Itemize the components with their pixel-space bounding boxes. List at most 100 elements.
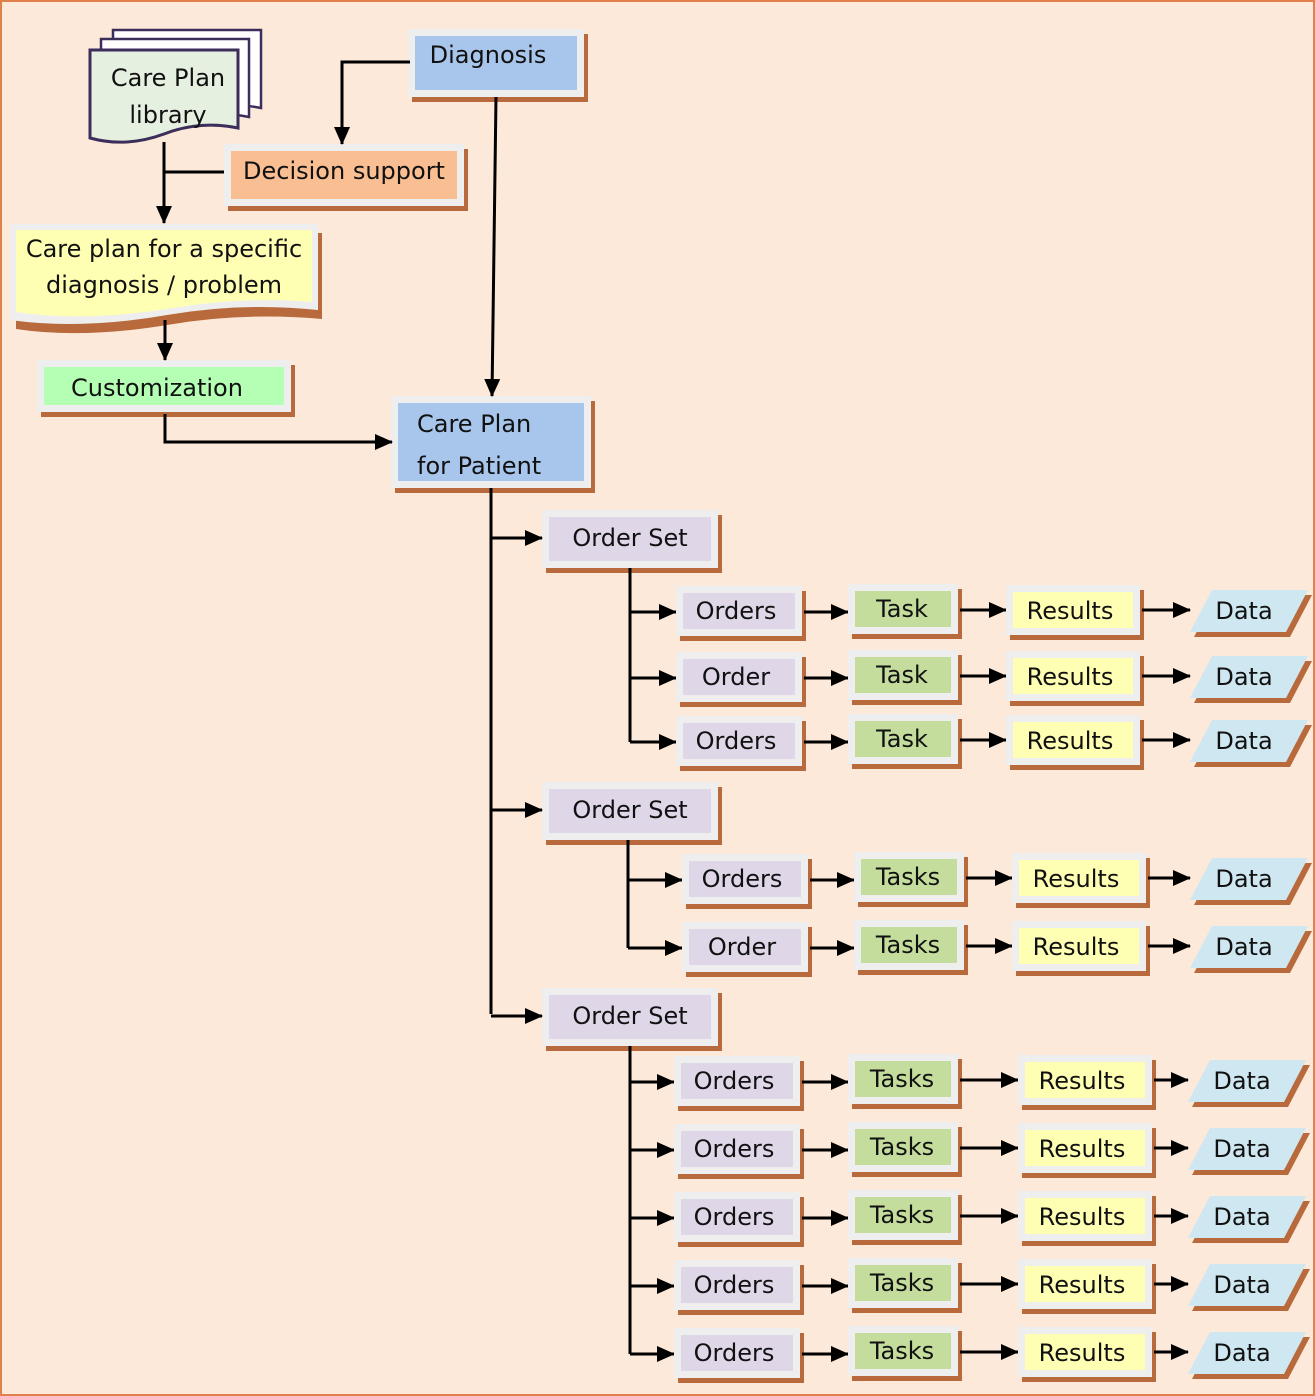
care-plan-specific-line1: Care plan for a specific xyxy=(26,235,302,263)
results-label: Results xyxy=(1033,865,1120,893)
diagnosis-label: Diagnosis xyxy=(430,41,547,69)
task-label: Tasks xyxy=(869,1337,934,1365)
results-node[interactable]: Results xyxy=(1018,1191,1156,1246)
results-node[interactable]: Results xyxy=(1006,585,1144,640)
order-node[interactable]: Orders xyxy=(676,716,806,771)
connector-diagnosis-to-patient-plan xyxy=(484,96,501,397)
task-node[interactable]: Tasks xyxy=(848,1326,962,1381)
order-node[interactable]: Order xyxy=(676,652,806,707)
results-label: Results xyxy=(1039,1271,1126,1299)
care-plan-patient-node[interactable]: Care Plan for Patient xyxy=(391,396,595,493)
results-label: Results xyxy=(1033,933,1120,961)
connector-diagnosis-to-decision-support xyxy=(334,60,410,145)
task-node[interactable]: Task xyxy=(848,650,962,705)
order-label: Orders xyxy=(694,1339,775,1367)
data-node[interactable]: Data xyxy=(1190,858,1312,905)
data-node[interactable]: Data xyxy=(1190,656,1312,703)
data-label: Data xyxy=(1213,1203,1270,1231)
care-plan-library-node[interactable]: Care Plan library xyxy=(88,28,263,144)
results-label: Results xyxy=(1027,727,1114,755)
order-label: Order xyxy=(708,933,776,961)
task-node[interactable]: Tasks xyxy=(848,1122,962,1177)
data-label: Data xyxy=(1215,727,1272,755)
order-node[interactable]: Orders xyxy=(676,586,806,641)
data-label: Data xyxy=(1213,1339,1270,1367)
task-label: Tasks xyxy=(869,1133,934,1161)
order-node[interactable]: Orders xyxy=(674,1192,804,1247)
order-node[interactable]: Orders xyxy=(674,1260,804,1315)
task-node[interactable]: Tasks xyxy=(848,1190,962,1245)
results-node[interactable]: Results xyxy=(1012,853,1150,908)
task-label: Task xyxy=(875,595,928,623)
data-node[interactable]: Data xyxy=(1190,590,1312,637)
results-label: Results xyxy=(1039,1067,1126,1095)
data-node[interactable]: Data xyxy=(1190,720,1312,767)
task-label: Tasks xyxy=(869,1201,934,1229)
results-label: Results xyxy=(1027,597,1114,625)
order-set-label: Order Set xyxy=(572,1002,687,1030)
task-node[interactable]: Task xyxy=(848,584,962,639)
order-node[interactable]: Orders xyxy=(674,1124,804,1179)
task-label: Task xyxy=(875,725,928,753)
decision-support-node[interactable]: Decision support xyxy=(224,144,468,211)
customization-node[interactable]: Customization xyxy=(37,360,295,417)
order-set-node[interactable]: Order Set xyxy=(542,510,722,573)
order-label: Orders xyxy=(694,1067,775,1095)
order-label: Orders xyxy=(694,1203,775,1231)
diagnosis-node[interactable]: Diagnosis xyxy=(408,29,588,102)
results-label: Results xyxy=(1027,663,1114,691)
results-node[interactable]: Results xyxy=(1018,1123,1156,1178)
data-label: Data xyxy=(1215,663,1272,691)
care-plan-patient-line1: Care Plan xyxy=(417,410,531,438)
data-label: Data xyxy=(1213,1271,1270,1299)
results-label: Results xyxy=(1039,1203,1126,1231)
order-label: Orders xyxy=(696,727,777,755)
task-label: Tasks xyxy=(869,1269,934,1297)
data-node[interactable]: Data xyxy=(1188,1332,1310,1379)
results-node[interactable]: Results xyxy=(1006,715,1144,770)
task-node[interactable]: Tasks xyxy=(848,1258,962,1313)
task-node[interactable]: Task xyxy=(848,714,962,769)
order-label: Orders xyxy=(702,865,783,893)
data-label: Data xyxy=(1213,1067,1270,1095)
order-node[interactable]: Orders xyxy=(682,854,812,909)
order-set-node[interactable]: Order Set xyxy=(542,782,722,845)
data-node[interactable]: Data xyxy=(1190,926,1312,973)
data-node[interactable]: Data xyxy=(1188,1196,1310,1243)
order-label: Orders xyxy=(696,597,777,625)
order-label: Order xyxy=(702,663,770,691)
task-label: Task xyxy=(875,661,928,689)
data-label: Data xyxy=(1215,933,1272,961)
order-label: Orders xyxy=(694,1135,775,1163)
data-node[interactable]: Data xyxy=(1188,1128,1310,1175)
decision-support-label: Decision support xyxy=(243,157,445,185)
data-label: Data xyxy=(1215,597,1272,625)
results-node[interactable]: Results xyxy=(1018,1055,1156,1110)
results-node[interactable]: Results xyxy=(1012,921,1150,976)
library-label-line1: Care Plan xyxy=(111,64,225,92)
results-node[interactable]: Results xyxy=(1006,651,1144,706)
order-node[interactable]: Orders xyxy=(674,1328,804,1383)
results-node[interactable]: Results xyxy=(1018,1259,1156,1314)
order-set-node[interactable]: Order Set xyxy=(542,988,722,1051)
order-set-label: Order Set xyxy=(572,796,687,824)
task-node[interactable]: Tasks xyxy=(854,852,968,907)
data-node[interactable]: Data xyxy=(1188,1264,1310,1311)
order-node[interactable]: Orders xyxy=(674,1056,804,1111)
care-plan-patient-line2: for Patient xyxy=(417,452,541,480)
task-node[interactable]: Tasks xyxy=(854,920,968,975)
order-node[interactable]: Order xyxy=(682,922,812,977)
results-node[interactable]: Results xyxy=(1018,1327,1156,1382)
library-label-line2: library xyxy=(129,101,206,129)
care-plan-specific-line2: diagnosis / problem xyxy=(46,271,282,299)
task-node[interactable]: Tasks xyxy=(848,1054,962,1109)
data-label: Data xyxy=(1213,1135,1270,1163)
connector-customization-to-patient-plan xyxy=(163,414,393,450)
care-plan-specific-node[interactable]: Care plan for a specific diagnosis / prob… xyxy=(10,224,322,334)
task-label: Tasks xyxy=(875,931,940,959)
customization-label: Customization xyxy=(71,374,243,402)
data-node[interactable]: Data xyxy=(1188,1060,1310,1107)
order-set-label: Order Set xyxy=(572,524,687,552)
